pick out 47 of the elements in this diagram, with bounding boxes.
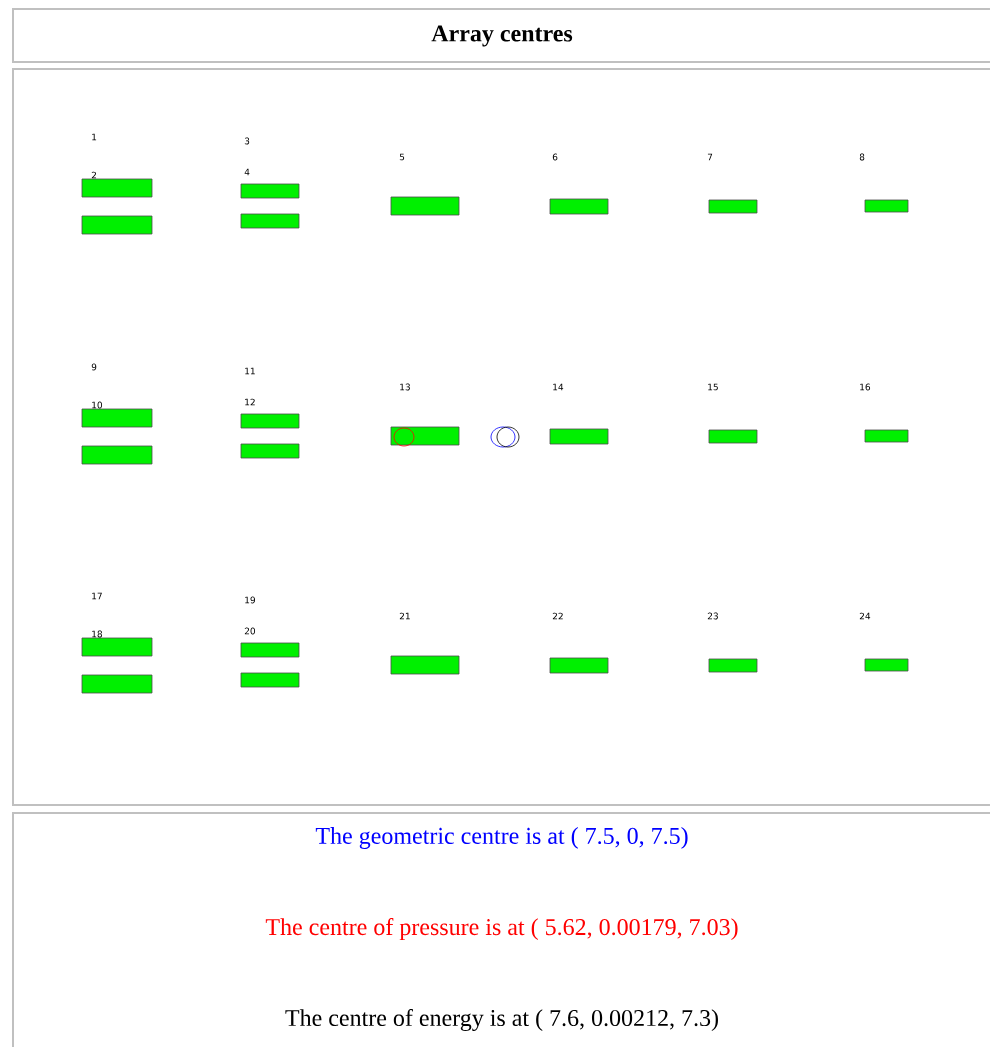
- result-text: The centre of pressure is at ( 5.62, 0.00179, 7.03): [265, 918, 738, 940]
- panel-bar: [81, 408, 153, 428]
- title: Array centres: [431, 25, 573, 47]
- panel-bar: [549, 657, 609, 674]
- panel-bar: [81, 178, 153, 198]
- bar-number: 21: [399, 612, 410, 620]
- panel-bar: [708, 658, 758, 673]
- bar-number: 1: [92, 133, 97, 141]
- bar-number: 3: [244, 137, 250, 145]
- bar-number: 17: [92, 592, 102, 600]
- panel-bar: [864, 658, 909, 672]
- bar-number: 22: [552, 612, 563, 620]
- panel-bar: [240, 443, 300, 459]
- panel-bar: [81, 445, 153, 465]
- panel-bar: [708, 199, 758, 214]
- panel-bar: [864, 199, 909, 213]
- panel-bar: [240, 413, 300, 429]
- panel-bar: [81, 674, 153, 694]
- panel-bar: [864, 429, 909, 443]
- panel-bar: [390, 426, 460, 446]
- panel-bar: [549, 198, 609, 215]
- bar-number: 14: [553, 383, 564, 391]
- bar-number: 9: [91, 363, 97, 371]
- bar-number: 16: [860, 383, 871, 391]
- panel-bar: [708, 429, 758, 444]
- bar-number: 13: [400, 383, 410, 391]
- bar-number: 4: [244, 168, 250, 176]
- panel-bar: [390, 655, 460, 675]
- bar-number: 11: [245, 367, 255, 375]
- bar-number: 24: [859, 612, 871, 620]
- bar-number: 19: [245, 596, 255, 604]
- bar-number: 23: [707, 612, 718, 620]
- panel-bar: [390, 196, 460, 216]
- bar-number: 8: [859, 153, 865, 161]
- panel-bar: [240, 672, 300, 688]
- bar-number: 7: [707, 153, 713, 161]
- bar-number: 5: [399, 153, 405, 161]
- panel-bar: [549, 428, 609, 445]
- bar-number: 6: [552, 153, 558, 161]
- panel-bar: [81, 215, 153, 235]
- panel-bar: [240, 213, 300, 229]
- panel-bar: [81, 637, 153, 657]
- result-text: The geometric centre is at ( 7.5, 0, 7.5): [315, 827, 688, 849]
- panel-bar: [240, 642, 300, 658]
- panel-bar: [240, 183, 300, 199]
- result-text: The centre of energy is at ( 7.6, 0.00212, 7.3): [285, 1009, 718, 1032]
- bar-number: 15: [708, 383, 718, 391]
